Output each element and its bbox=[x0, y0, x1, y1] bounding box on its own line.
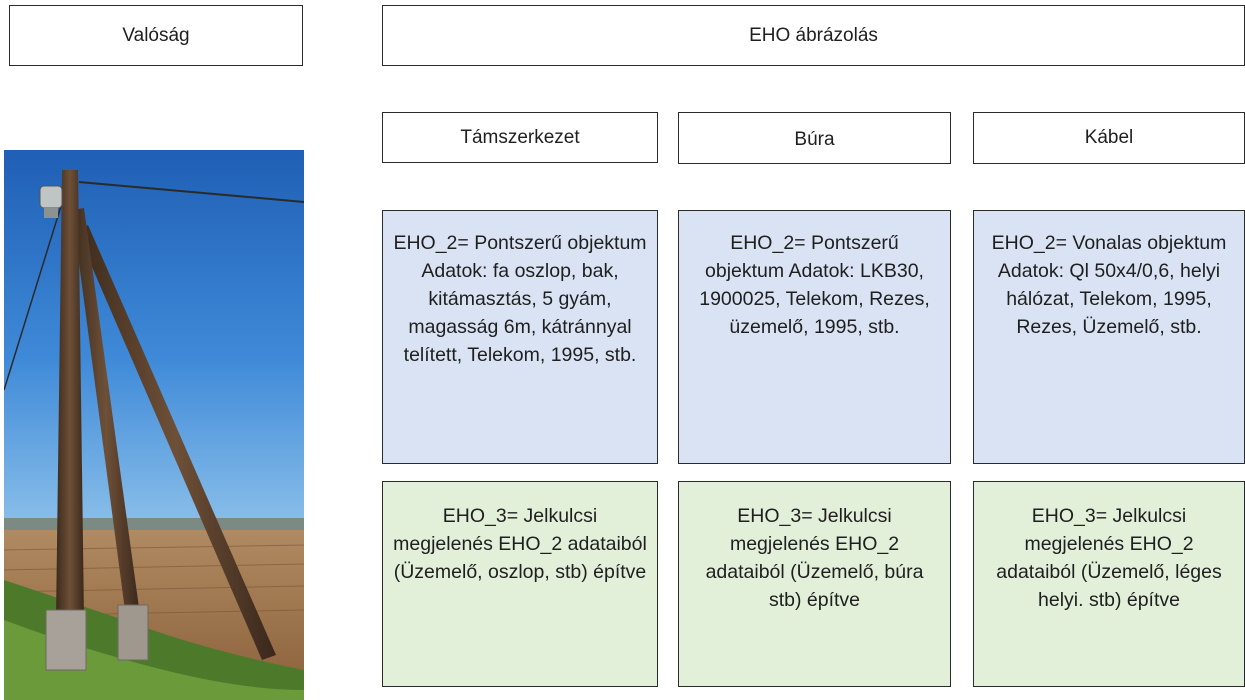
eho3-support-structure: EHO_3= Jelkulcsi megjelenés EHO_2 adatai… bbox=[382, 481, 658, 687]
eho-representation-header: EHO ábrázolás bbox=[382, 5, 1245, 66]
column-title-support-structure: Támszerkezet bbox=[382, 112, 658, 163]
eho2-cable: EHO_2= Vonalas objektum Adatok: Ql 50x4/… bbox=[973, 210, 1245, 464]
eho2-dome: EHO_2= Pontszerű objektum Adatok: LKB30,… bbox=[678, 210, 951, 464]
telecom-pole-photo bbox=[4, 150, 304, 700]
eho2-support-structure: EHO_2= Pontszerű objektum Adatok: fa osz… bbox=[382, 210, 658, 464]
column-title-dome: Búra bbox=[678, 112, 951, 164]
eho3-cable: EHO_3= Jelkulcsi megjelenés EHO_2 adatai… bbox=[973, 481, 1245, 687]
eho3-dome: EHO_3= Jelkulcsi megjelenés EHO_2 adatai… bbox=[678, 481, 951, 687]
reality-header: Valóság bbox=[9, 5, 303, 66]
column-title-cable: Kábel bbox=[973, 112, 1245, 164]
